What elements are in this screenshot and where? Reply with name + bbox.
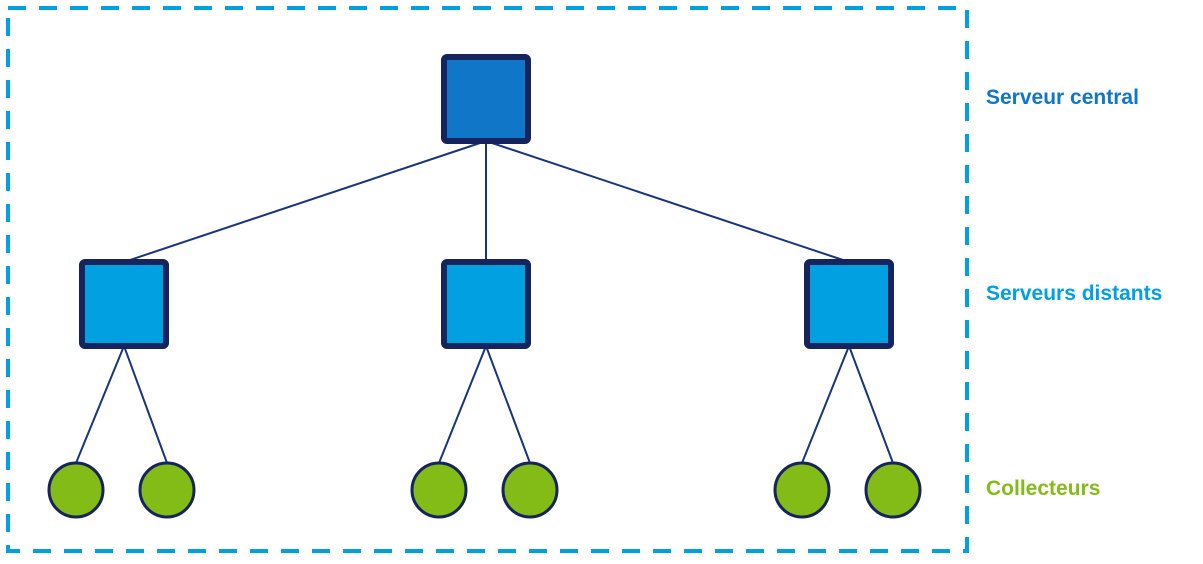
connector-line bbox=[123, 345, 168, 464]
legend-label-collecteurs: Collecteurs bbox=[986, 477, 1101, 500]
legend-label-serveurs-distants: Serveurs distants bbox=[986, 282, 1163, 305]
node-collector[interactable] bbox=[501, 461, 559, 519]
node-remote-server[interactable] bbox=[441, 259, 531, 349]
node-central-server[interactable] bbox=[441, 54, 531, 144]
node-collector[interactable] bbox=[47, 461, 105, 519]
node-collector[interactable] bbox=[138, 461, 196, 519]
connector-lines-group bbox=[75, 140, 894, 464]
connector-line bbox=[75, 345, 125, 464]
legend-label-serveur-central: Serveur central bbox=[986, 86, 1139, 109]
nodes-group bbox=[47, 54, 922, 519]
node-collector[interactable] bbox=[864, 461, 922, 519]
connector-line bbox=[485, 345, 531, 464]
node-collector[interactable] bbox=[773, 461, 831, 519]
node-collector[interactable] bbox=[410, 461, 468, 519]
dashed-boundary bbox=[6, 6, 969, 553]
dashed-boundary-group bbox=[6, 6, 969, 553]
connector-line bbox=[485, 140, 850, 263]
connector-line bbox=[123, 140, 487, 263]
node-remote-server[interactable] bbox=[79, 259, 169, 349]
node-remote-server[interactable] bbox=[804, 259, 894, 349]
connector-line bbox=[438, 345, 487, 464]
connector-line bbox=[801, 345, 850, 464]
connector-line bbox=[848, 345, 894, 464]
